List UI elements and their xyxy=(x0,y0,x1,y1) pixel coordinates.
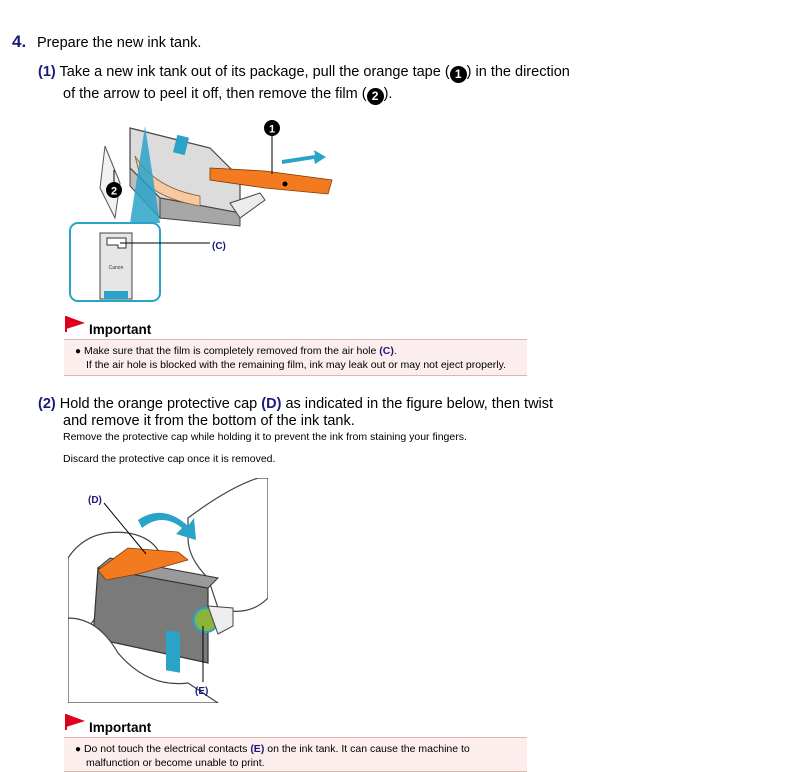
substep-2-line-1: (2) Hold the orange protective cap (D) a… xyxy=(38,393,553,415)
tank-clip-2 xyxy=(207,605,234,635)
tank-clip xyxy=(229,192,266,219)
substep-1-number: (1) xyxy=(38,64,56,80)
substep-1-line-2: of the arrow to peel it off, then remove… xyxy=(63,83,392,105)
pull-arrow-icon xyxy=(282,150,326,164)
film-shape xyxy=(99,145,121,220)
important-flag-icon xyxy=(65,316,85,332)
figure-remove-cap: (D) (E) xyxy=(68,478,268,703)
inset-brand: Canon xyxy=(109,265,124,271)
marker-1-icon: 1 xyxy=(449,66,467,83)
step-number: 4. xyxy=(12,32,27,51)
substep-2-note-1: Remove the protective cap while holding … xyxy=(63,431,467,443)
important-1-text-c: . xyxy=(393,345,397,357)
zoom-beam xyxy=(130,126,160,223)
important-1-line-2: If the air hole is blocked with the rema… xyxy=(86,359,506,371)
inset-cyan-strip xyxy=(104,291,128,299)
tape-dot xyxy=(282,181,288,187)
left-hand-lower xyxy=(68,617,220,703)
orange-tape xyxy=(209,167,333,195)
important-2-text-c: on the ink tank. It can cause the machin… xyxy=(264,743,470,755)
orange-cap xyxy=(97,547,189,581)
ink-tank-front xyxy=(159,197,241,227)
important-2-title: Important xyxy=(89,720,152,735)
substep-1-text-d: ). xyxy=(383,86,393,102)
substep-2-text-a: Hold the orange protective cap xyxy=(59,396,262,412)
substep-2-text-c: as indicated in the figure below, then t… xyxy=(281,396,554,412)
figure-ink-tank-tape: 1 2 Canon (C) xyxy=(69,120,333,302)
marker-2-icon: 2 xyxy=(366,88,384,105)
twist-arrow-icon xyxy=(138,512,196,540)
important-2-line-2: malfunction or become unable to print. xyxy=(86,757,265,769)
figure-marker-1-label: 1 xyxy=(269,124,275,136)
cyan-label xyxy=(173,134,189,156)
callout-c: (C) xyxy=(212,241,226,252)
bullet-icon: ● xyxy=(75,346,82,357)
callout-d: (D) xyxy=(88,495,102,506)
substep-1-text-c: of the arrow to peel it off, then remove… xyxy=(63,86,367,102)
important-1-title: Important xyxy=(89,322,152,337)
important-1-line-1: ● Make sure that the film is completely … xyxy=(75,344,397,359)
substep-1-text-b: ) in the direction xyxy=(466,64,570,80)
step-title: Prepare the new ink tank. xyxy=(37,35,202,51)
substep-1-text-a: Take a new ink tank out of its package, … xyxy=(59,64,450,80)
substep-2-line-2: and remove it from the bottom of the ink… xyxy=(63,413,355,429)
substep-2-number: (2) xyxy=(38,396,56,412)
figure-marker-2-label: 2 xyxy=(111,186,117,198)
important-flag-icon xyxy=(65,714,85,730)
callout-d-line xyxy=(103,502,147,555)
figure-marker-2 xyxy=(106,182,122,198)
callout-e: (E) xyxy=(195,686,208,697)
substep-2-note-2: Discard the protective cap once it is re… xyxy=(63,453,276,465)
important-1-ref-c: (C) xyxy=(379,345,394,357)
important-2-line-1: ● Do not touch the electrical contacts (… xyxy=(75,742,470,757)
bullet-icon: ● xyxy=(75,744,82,755)
important-2-ref-e: (E) xyxy=(250,743,265,755)
cyan-window xyxy=(166,630,180,673)
figure-marker-1 xyxy=(264,120,280,136)
substep-2-ref-d: (D) xyxy=(261,396,282,412)
important-1-text-a: Make sure that the film is completely re… xyxy=(83,345,380,357)
substep-1-line-1: (1) Take a new ink tank out of its packa… xyxy=(38,61,570,83)
important-2-text-a: Do not touch the electrical contacts xyxy=(83,743,251,755)
inset-air-hole xyxy=(106,237,127,249)
important-1-box xyxy=(64,339,527,376)
